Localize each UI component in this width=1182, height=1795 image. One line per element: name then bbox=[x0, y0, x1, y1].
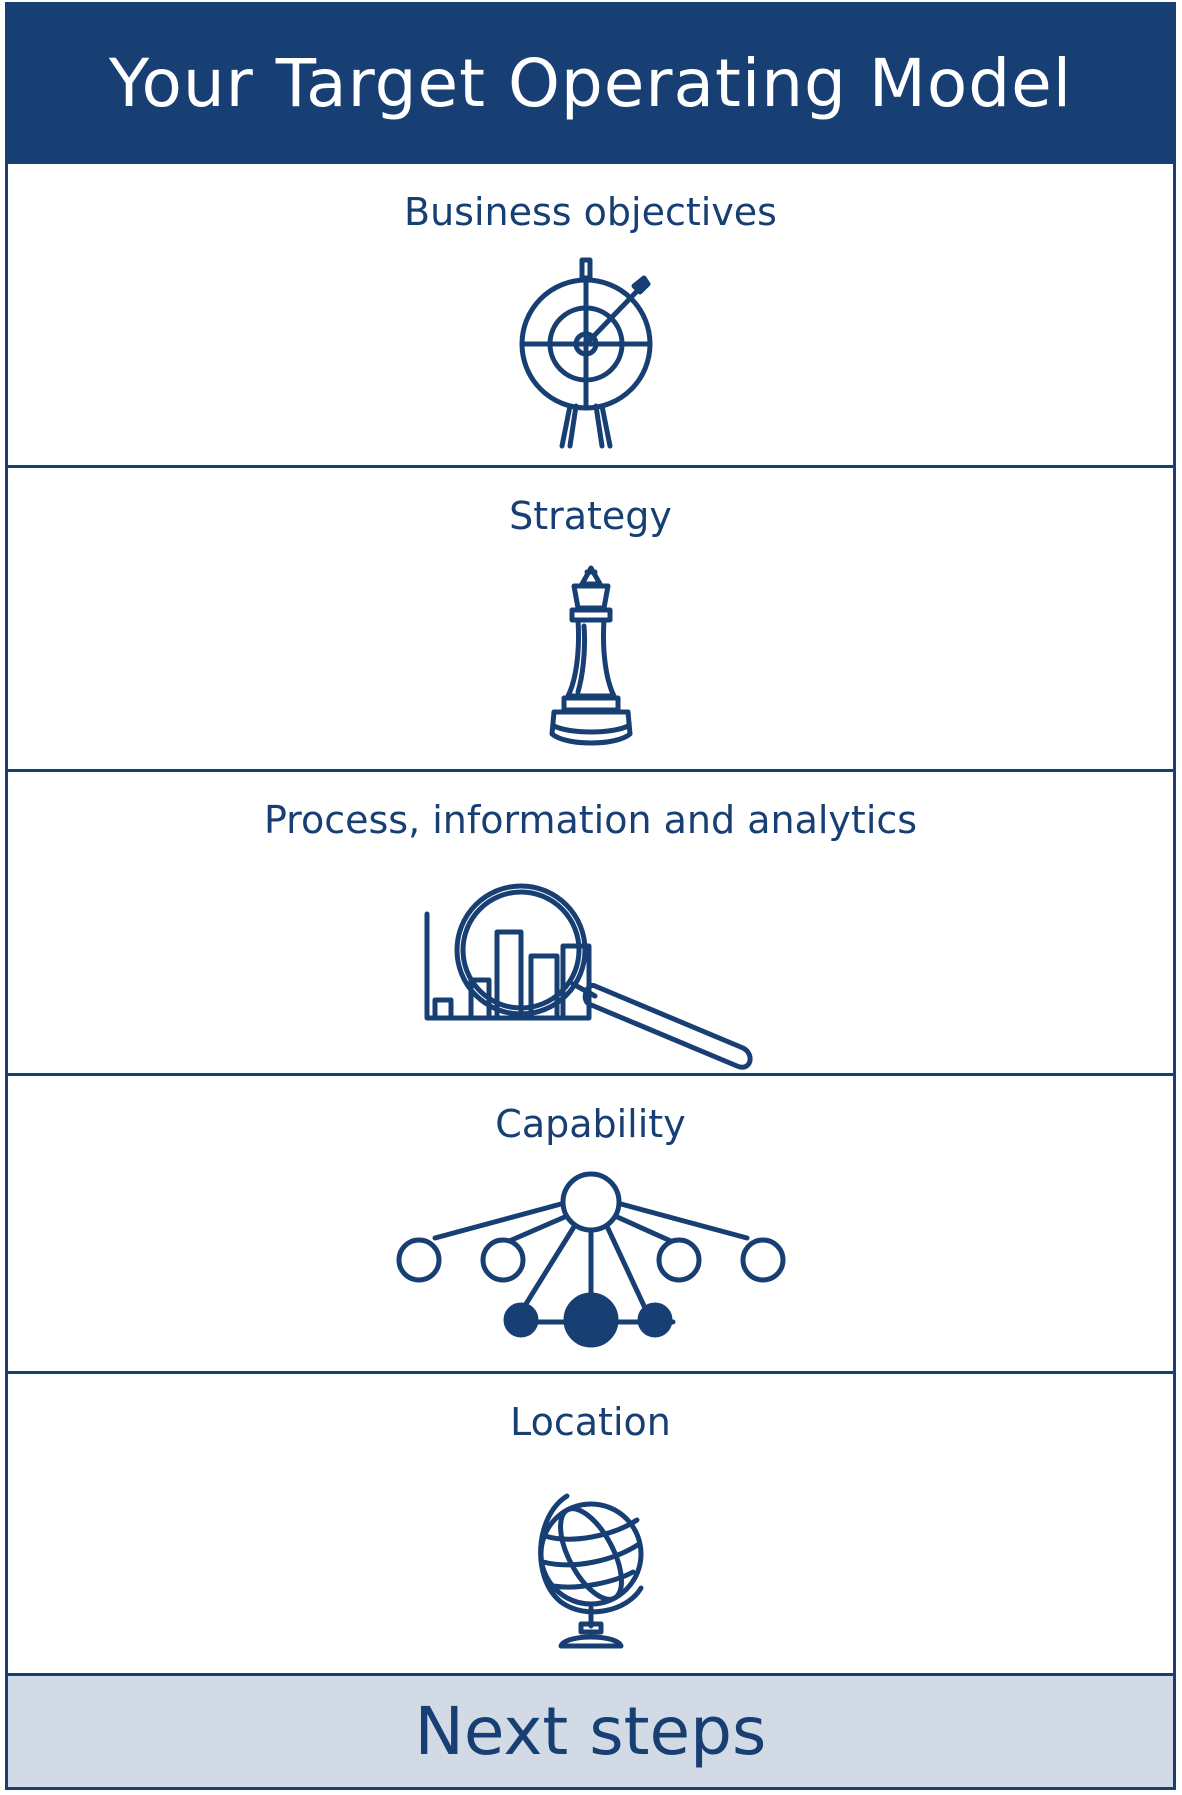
section-location: Location bbox=[8, 1371, 1173, 1671]
section-label: Strategy bbox=[509, 494, 672, 538]
target-icon bbox=[8, 257, 1173, 450]
next-steps-label: Next steps bbox=[414, 1693, 767, 1770]
section-label: Capability bbox=[495, 1102, 686, 1146]
section-process-information-analytics: Process, information and analytics bbox=[8, 769, 1173, 1070]
section-capability: Capability bbox=[8, 1073, 1173, 1373]
globe-icon bbox=[8, 1490, 1173, 1650]
section-label: Location bbox=[510, 1400, 671, 1444]
magnifier-chart-icon bbox=[8, 872, 1173, 1070]
chess-king-icon bbox=[8, 562, 1173, 752]
section-label: Business objectives bbox=[404, 190, 777, 234]
section-strategy: Strategy bbox=[8, 465, 1173, 765]
section-label: Process, information and analytics bbox=[263, 798, 918, 842]
network-nodes-icon bbox=[8, 1171, 1173, 1348]
next-steps-button[interactable]: Next steps bbox=[8, 1673, 1173, 1787]
page-title: Your Target Operating Model bbox=[108, 44, 1073, 122]
operating-model-frame: Your Target Operating Model Business obj… bbox=[5, 2, 1176, 1790]
section-business-objectives: Business objectives bbox=[8, 161, 1173, 461]
page-header: Your Target Operating Model bbox=[8, 5, 1173, 161]
